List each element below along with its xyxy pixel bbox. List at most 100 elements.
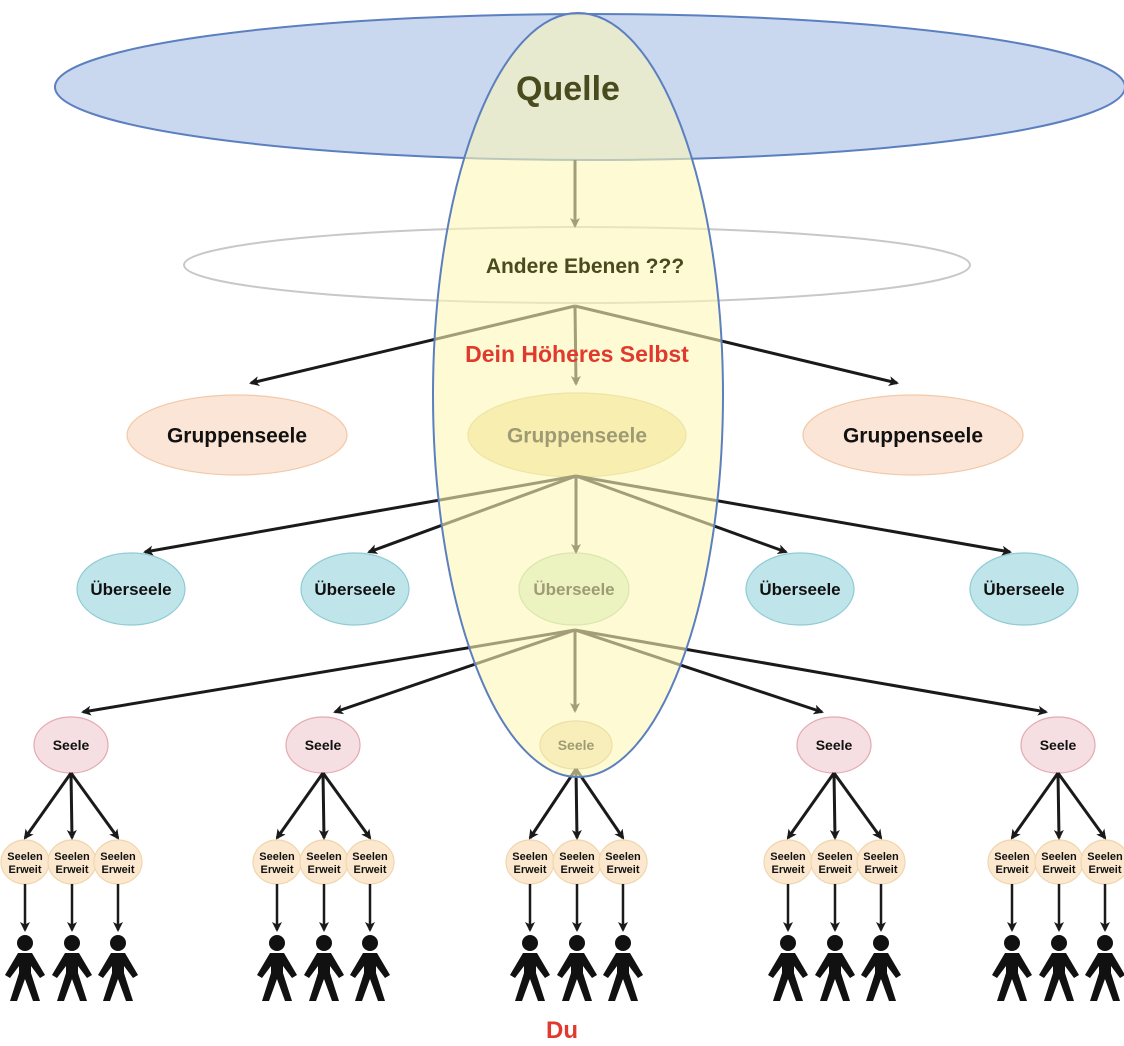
oversoul-2-shape	[300, 552, 410, 626]
person-icon-5-3-body	[1085, 953, 1124, 1001]
soul-4-label: Seele	[816, 737, 853, 753]
person-icon-1-3	[98, 935, 138, 1001]
soul-extension-3-2-label-top: Seelen	[559, 851, 595, 863]
oversoul-1-shape	[76, 552, 186, 626]
person-icon-4-1-head	[780, 935, 796, 951]
person-icon-2-2-head	[316, 935, 332, 951]
soul-extension-1-2-label-top: Seelen	[54, 851, 90, 863]
soul-extension-2-2-label-bottom: Erweit	[307, 864, 340, 876]
arrow-soul-4-to-extension-3	[832, 772, 883, 840]
soul-extension-1-2-label-bottom: Erweit	[55, 864, 88, 876]
arrow-soul-3-to-extension-2	[571, 768, 582, 840]
person-icon-3-2-body	[557, 953, 597, 1001]
soul-extension-2-3-label-bottom: Erweit	[353, 864, 386, 876]
arrow-soul-1-to-extension-3	[69, 772, 120, 840]
person-icon-5-2	[1039, 935, 1079, 1001]
arrow-soul-2-to-extension-2	[318, 772, 329, 840]
oversoul-2-label: Überseele	[314, 580, 395, 599]
soul-extension-1-3-label-top: Seelen	[100, 851, 136, 863]
person-icon-2-2	[304, 935, 344, 1001]
soul-2-label: Seele	[305, 737, 342, 753]
person-icon-5-1-head	[1004, 935, 1020, 951]
person-icon-2-3	[350, 935, 390, 1001]
person-icon-4-2	[815, 935, 855, 1001]
oversoul-4-shape	[745, 552, 855, 626]
arrow-soul-3-to-extension-3	[574, 768, 625, 840]
person-icon-3-3	[603, 935, 643, 1001]
person-icon-4-2-body	[815, 953, 855, 1001]
arrow-soul-2-to-extension-3	[321, 772, 372, 840]
soul-extension-1-1-label-top: Seelen	[7, 851, 43, 863]
soul-extension-4-1-label-top: Seelen	[770, 851, 806, 863]
group-soul-3-label: Gruppenseele	[843, 425, 983, 448]
person-icon-5-3-head	[1097, 935, 1113, 951]
person-icon-2-2-body	[304, 953, 344, 1001]
soul-extension-1-3-label-bottom: Erweit	[101, 864, 134, 876]
person-icon-4-1-body	[768, 953, 808, 1001]
soul-extension-4-2-label-bottom: Erweit	[818, 864, 851, 876]
arrow-soul-1-to-extension-1	[23, 772, 73, 840]
oversoul-5: Überseele	[969, 552, 1079, 626]
higher-self-ellipse	[432, 12, 724, 778]
labels-layer: Quelle Andere Ebenen ??? Dein Höheres Se…	[465, 70, 689, 1044]
person-icon-2-1	[257, 935, 297, 1001]
soul-extension-3-1-label-top: Seelen	[512, 851, 548, 863]
person-icon-5-2-body	[1039, 953, 1079, 1001]
oversoul-5-label: Überseele	[983, 580, 1064, 599]
person-icon-1-2	[52, 935, 92, 1001]
group-soul-1-label: Gruppenseele	[167, 425, 307, 448]
arrow-soul-4-to-extension-2	[829, 772, 840, 840]
higher-self-label: Dein Höheres Selbst	[465, 341, 689, 367]
arrow-soul-5-to-extension-3	[1056, 772, 1107, 840]
person-icon-1-2-body	[52, 953, 92, 1001]
soul-2: Seele	[285, 716, 361, 774]
person-icon-5-3	[1085, 935, 1124, 1001]
person-icon-4-3-head	[873, 935, 889, 951]
person-icon-4-2-head	[827, 935, 843, 951]
you-label: Du	[546, 1017, 578, 1041]
person-icon-1-2-head	[64, 935, 80, 951]
person-icon-3-1-head	[522, 935, 538, 951]
soul-extension-3-3-label-top: Seelen	[605, 851, 641, 863]
person-icon-5-1	[992, 935, 1032, 1001]
source-label: Quelle	[516, 70, 620, 108]
person-icon-3-2	[557, 935, 597, 1001]
soul-extension-2-3-label-top: Seelen	[352, 851, 388, 863]
person-icon-5-2-head	[1051, 935, 1067, 951]
soul-extension-3-2-label-bottom: Erweit	[560, 864, 593, 876]
person-icon-4-3	[861, 935, 901, 1001]
soul-extension-5-2-label-top: Seelen	[1041, 851, 1077, 863]
soul-5-label: Seele	[1040, 737, 1077, 753]
soul-5: Seele	[1020, 716, 1096, 774]
person-icon-3-3-body	[603, 953, 643, 1001]
soul-4: Seele	[796, 716, 872, 774]
soul-extension-3-3-label-bottom: Erweit	[606, 864, 639, 876]
arrow-soul-5-to-extension-2	[1053, 772, 1064, 840]
person-icon-1-3-head	[110, 935, 126, 951]
arrow-soul-1-to-extension-2	[66, 772, 77, 840]
other-levels-label: Andere Ebenen ???	[486, 255, 684, 278]
person-icon-4-1	[768, 935, 808, 1001]
person-icon-2-1-head	[269, 935, 285, 951]
group-soul-1: Gruppenseele	[126, 394, 348, 476]
oversoul-4: Überseele	[745, 552, 855, 626]
person-icon-3-3-head	[615, 935, 631, 951]
person-icon-3-1-body	[510, 953, 550, 1001]
soul-extension-5-1-label-bottom: Erweit	[995, 864, 1028, 876]
person-icon-1-3-body	[98, 953, 138, 1001]
group-soul-3-shape	[802, 394, 1024, 476]
person-icon-1-1-head	[17, 935, 33, 951]
